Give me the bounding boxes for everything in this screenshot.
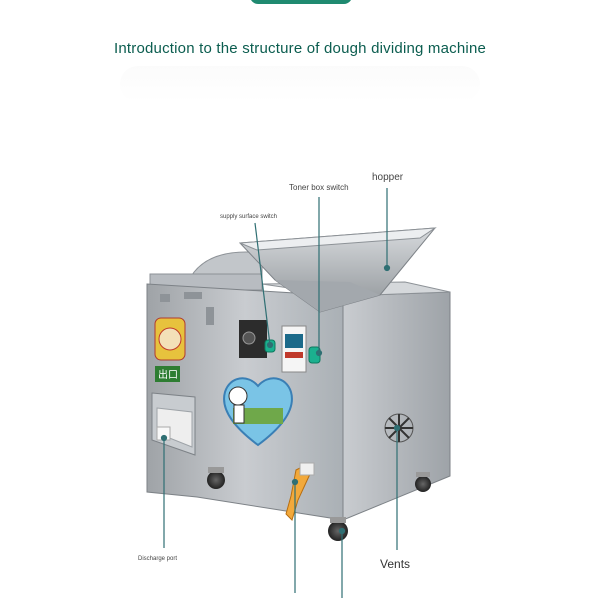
supply-surface-switch-panel [239,320,276,358]
toner-dot [315,349,323,357]
cover-latches [160,292,214,325]
toner-box-switch-label: Toner box switch [289,183,349,192]
wheel-dot [338,527,346,535]
hopper [238,227,437,313]
toner-box-switch-panel [281,325,321,373]
handle-dot [291,478,299,486]
supply-leader [254,222,271,346]
header-badge [250,0,352,4]
adjusting-handle [285,462,315,521]
left-stickers: 出口 [154,317,186,382]
supply-dot [266,341,274,349]
heart-sticker [223,377,293,447]
hopper-label: hopper [372,172,404,183]
top-cover [149,251,263,291]
discharge-dot [160,434,168,442]
page-title: Introduction to the structure of dough d… [113,40,487,57]
vents-label: Vents [380,557,411,571]
svg-text:出口: 出口 [158,368,178,381]
discharge-port-label: Discharge port [138,556,178,562]
wheels [207,467,431,541]
vents-dot [393,424,401,432]
supply-surface-switch-label: supply surface switch [220,214,278,220]
leader-lines [160,188,401,598]
title-reflection [120,66,480,102]
hopper-dot [383,264,391,272]
